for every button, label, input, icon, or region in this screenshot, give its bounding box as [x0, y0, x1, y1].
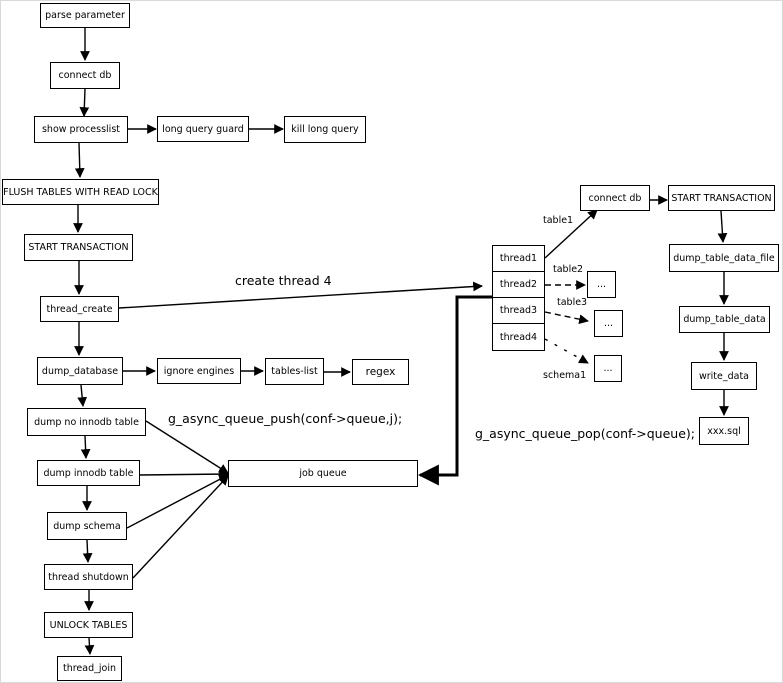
ellipsis-box-2: ...	[594, 310, 623, 337]
thread-shutdown-box: thread shutdown	[44, 564, 133, 590]
dump-database-box: dump_database	[37, 357, 123, 385]
queue-pop-label: g_async_queue_pop(conf->queue);	[475, 426, 695, 441]
arrow-unlock-to-join	[84, 637, 95, 655]
connect-db-right-box: connect db	[580, 185, 650, 211]
thread-create-box: thread_create	[40, 296, 119, 322]
dump-schema-box: dump schema	[47, 512, 127, 540]
arrow-create-thread	[118, 281, 483, 309]
thread2-cell: thread2	[493, 272, 544, 298]
arrow-noinnodb-to-innodb	[80, 435, 91, 459]
arrow-schema-to-jobqueue	[126, 474, 229, 529]
arrow-thread1-to-connect	[544, 209, 598, 259]
kill-long-query-box: kill long query	[284, 116, 366, 143]
arrow-thread4-to-dots	[544, 338, 589, 364]
dump-table-data-file-box: dump_table_data_file	[669, 244, 779, 272]
arrow-start-right-to-datafile	[717, 210, 728, 243]
ellipsis-box-1: ...	[587, 271, 616, 298]
long-query-guard-box: long query guard	[157, 116, 249, 142]
xxx-sql-box: xxx.sql	[699, 417, 749, 445]
thread-join-box: thread_join	[57, 656, 122, 681]
arrow-schema-to-shutdown	[82, 539, 93, 563]
create-thread-label: create thread 4	[235, 273, 332, 288]
table1-label: table1	[543, 215, 574, 226]
ignore-engines-box: ignore engines	[157, 358, 241, 384]
start-transaction-right-box: START TRANSACTION	[668, 185, 775, 211]
thread3-cell: thread3	[493, 298, 544, 324]
table2-label: table2	[553, 264, 584, 275]
connect-db-box: connect db	[50, 62, 120, 89]
thread4-cell: thread4	[499, 331, 538, 343]
arrow-processlist-to-flush	[74, 142, 85, 178]
arrow-shutdown-to-jobqueue	[132, 475, 229, 579]
regex-box: regex	[352, 359, 409, 385]
arrow-connect-to-processlist	[79, 88, 90, 117]
dump-table-data-box: dump_table_data	[679, 306, 770, 333]
schema1-label: schema1	[543, 370, 587, 381]
arrow-threads-to-jobqueue	[417, 295, 492, 486]
arrow-innodb-to-jobqueue	[139, 469, 229, 479]
start-transaction-box: START TRANSACTION	[24, 234, 133, 261]
thread1-cell: thread1	[493, 246, 544, 272]
tables-list-box: tables-list	[265, 358, 324, 385]
write-data-box: write_data	[691, 362, 757, 390]
dump-no-innodb-table-box: dump no innodb table	[27, 408, 146, 436]
arrow-noinnodb-to-jobqueue	[145, 420, 229, 474]
ellipsis-box-3: ...	[594, 355, 622, 382]
flush-tables-box: FLUSH TABLES WITH READ LOCK	[2, 179, 159, 205]
job-queue-box: job queue	[228, 460, 418, 487]
queue-push-label: g_async_queue_push(conf->queue,j);	[168, 411, 403, 426]
show-processlist-box: show processlist	[34, 116, 128, 143]
table3-label: table3	[557, 297, 588, 308]
arrow-dumpdb-to-noinnodb	[77, 384, 88, 407]
parse-parameter-box: parse parameter	[40, 3, 130, 28]
arrow-thread3-to-dots	[544, 311, 589, 324]
unlock-tables-box: UNLOCK TABLES	[44, 612, 133, 638]
thread-stack: thread1 thread2 thread3 thread4	[492, 245, 545, 351]
dump-innodb-table-box: dump innodb table	[37, 460, 140, 486]
